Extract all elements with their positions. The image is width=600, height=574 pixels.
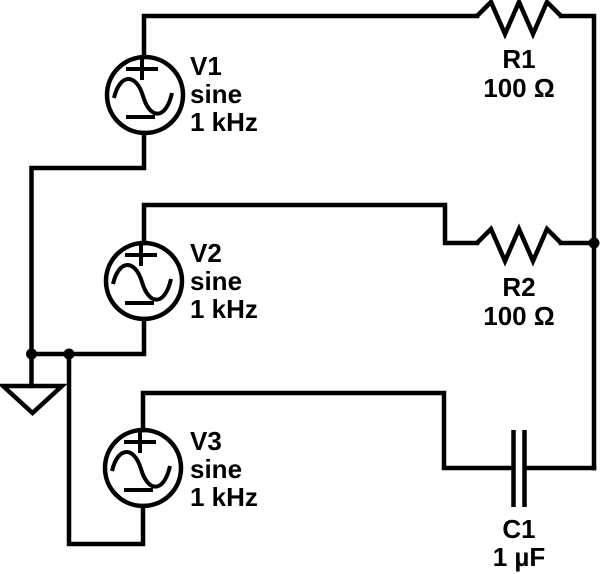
junction-dot — [26, 348, 37, 360]
resistor-r2-name-label: R2 — [502, 272, 535, 302]
source-v3-name-label: V3 — [190, 426, 222, 456]
junction-dot — [63, 348, 75, 360]
plus-sign-icon — [126, 58, 158, 80]
junction-dot — [588, 237, 600, 249]
wire-v2-return — [29, 316, 147, 357]
source-v1-frequency-label: 1 kHz — [190, 107, 258, 137]
source-v1-symbol — [104, 54, 186, 136]
wire-right-rail — [558, 13, 597, 471]
source-v2-symbol — [103, 240, 185, 322]
source-v1-circle — [104, 54, 186, 136]
capacitor-c1-value-label: 1 µF — [493, 542, 546, 572]
source-v2-frequency-label: 1 kHz — [190, 294, 258, 324]
resistor-r2-symbol — [475, 223, 563, 267]
source-v3-circle — [102, 427, 184, 509]
source-v1-waveform-label: sine — [190, 79, 242, 109]
plus-sign-icon — [124, 431, 156, 453]
resistor-r2-value-label: 100 Ω — [483, 301, 554, 331]
wire-v1-to-r1 — [141, 13, 480, 60]
source-v2-name-label: V2 — [190, 238, 222, 268]
sine-wave-icon — [112, 77, 174, 116]
sine-wave-icon — [110, 450, 172, 489]
wire-v3-return — [66, 351, 146, 547]
resistor-r1-value-label: 100 Ω — [483, 73, 554, 103]
capacitor-c1-symbol — [511, 430, 527, 507]
wire-v1-return — [29, 130, 147, 357]
source-v2-circle — [103, 240, 185, 322]
source-v3-frequency-label: 1 kHz — [190, 482, 258, 512]
wire-v3-to-c1 — [140, 390, 514, 471]
sine-wave-icon — [111, 263, 173, 302]
wires — [29, 13, 597, 547]
source-v3-waveform-label: sine — [190, 454, 242, 484]
source-v2-waveform-label: sine — [190, 266, 242, 296]
capacitor-c1-name-label: C1 — [502, 514, 535, 544]
plus-sign-icon — [125, 244, 157, 266]
labels: V1 sine 1 kHz V2 sine 1 kHz V3 sine 1 kH… — [190, 44, 555, 572]
source-v3-symbol — [102, 427, 184, 509]
resistor-r1-symbol — [475, 0, 563, 40]
wire-v2-to-r2 — [141, 202, 480, 246]
resistor-r1-name-label: R1 — [502, 44, 535, 74]
source-v1-name-label: V1 — [190, 51, 222, 81]
ground-icon — [0, 383, 68, 417]
